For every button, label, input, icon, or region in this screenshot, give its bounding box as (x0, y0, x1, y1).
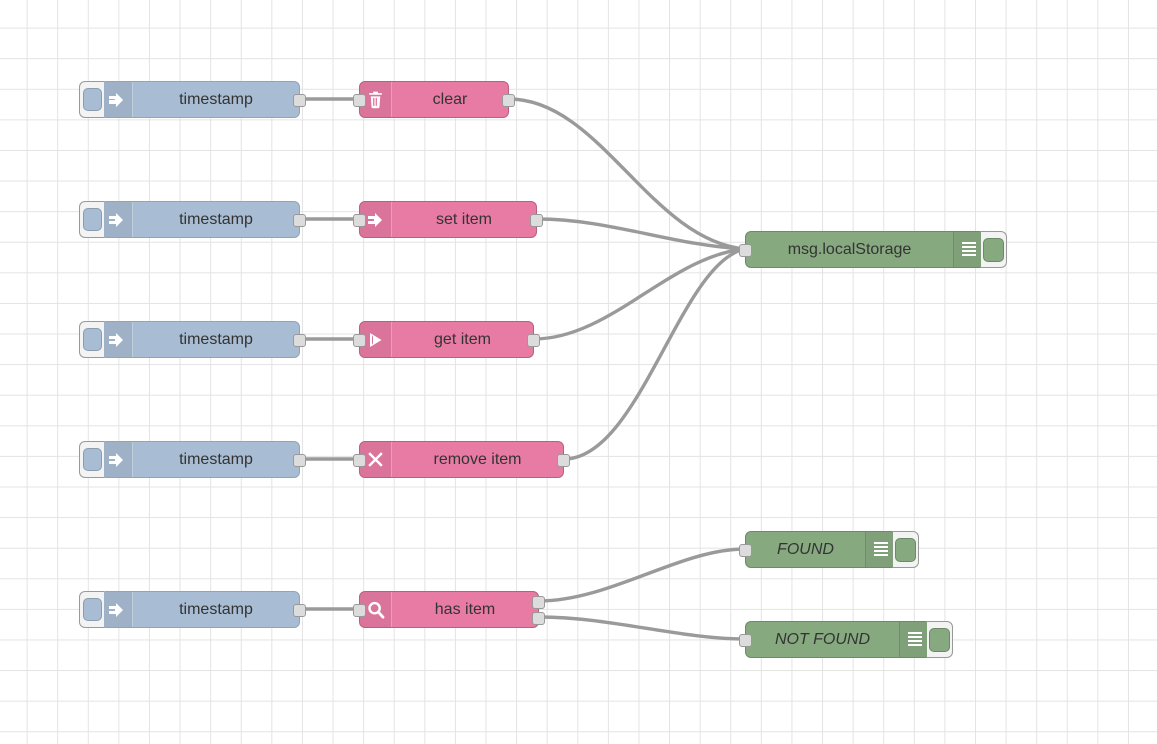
node-inject-has[interactable]: timestamp (79, 591, 306, 628)
input-port[interactable] (353, 214, 366, 227)
inject-button[interactable] (79, 81, 104, 118)
inject-button[interactable] (79, 201, 104, 238)
node-label: has item (434, 600, 496, 618)
output-port[interactable] (293, 604, 306, 617)
node-label: timestamp (179, 210, 253, 228)
output-port[interactable] (502, 94, 515, 107)
node-get-item[interactable]: get item (353, 321, 540, 358)
node-label: FOUND (777, 540, 834, 558)
inject-button-square (82, 598, 102, 621)
node-debug-not-found[interactable]: NOT FOUND (739, 621, 953, 658)
node-set-item[interactable]: set item (353, 201, 543, 238)
output-port-not-found[interactable] (532, 612, 545, 625)
double-arrow-icon (101, 592, 133, 627)
debug-toggle-button[interactable] (893, 531, 919, 568)
inject-button-square (82, 88, 102, 111)
node-label: get item (434, 330, 491, 348)
input-port[interactable] (353, 334, 366, 347)
node-debug-local-storage[interactable]: msg.localStorage (739, 231, 1007, 268)
debug-toggle-button[interactable] (981, 231, 1007, 268)
wire-has-to-notfound (537, 615, 747, 641)
node-label: msg.localStorage (787, 240, 912, 258)
output-port[interactable] (557, 454, 570, 467)
node-debug-found[interactable]: FOUND (739, 531, 919, 568)
node-label: timestamp (179, 600, 253, 618)
wire-clear-to-debug-local (507, 97, 747, 251)
node-label: remove item (433, 450, 522, 468)
inject-button[interactable] (79, 591, 104, 628)
node-inject-get[interactable]: timestamp (79, 321, 306, 358)
double-arrow-icon (101, 322, 133, 357)
debug-toggle-square (929, 627, 950, 652)
inject-button-square (82, 328, 102, 351)
inject-button[interactable] (79, 321, 104, 358)
debug-lines-icon (865, 532, 896, 567)
input-port[interactable] (739, 244, 752, 257)
output-port[interactable] (293, 334, 306, 347)
node-has-item[interactable]: has item (353, 591, 545, 628)
wire-set-to-debug-local (535, 217, 747, 251)
node-label: set item (435, 210, 492, 228)
node-inject-clear[interactable]: timestamp (79, 81, 306, 118)
input-port[interactable] (739, 634, 752, 647)
double-arrow-icon (101, 82, 133, 117)
debug-toggle-square (895, 537, 916, 562)
debug-toggle-button[interactable] (927, 621, 953, 658)
node-label: timestamp (179, 330, 253, 348)
input-port[interactable] (353, 94, 366, 107)
output-port[interactable] (293, 454, 306, 467)
node-remove-item[interactable]: remove item (353, 441, 570, 478)
node-clear[interactable]: clear (353, 81, 515, 118)
debug-lines-icon (953, 232, 984, 267)
node-label: timestamp (179, 450, 253, 468)
wire-remove-to-debug-local (562, 247, 747, 461)
debug-toggle-square (983, 237, 1004, 262)
output-port[interactable] (530, 214, 543, 227)
node-inject-remove[interactable]: timestamp (79, 441, 306, 478)
node-label: clear (432, 90, 468, 108)
output-port-found[interactable] (532, 596, 545, 609)
input-port[interactable] (353, 454, 366, 467)
debug-lines-icon (899, 622, 930, 657)
output-port[interactable] (293, 214, 306, 227)
node-label: timestamp (179, 90, 253, 108)
node-inject-set[interactable]: timestamp (79, 201, 306, 238)
double-arrow-icon (101, 442, 133, 477)
wire-get-to-debug-local (532, 247, 747, 341)
double-arrow-icon (101, 202, 133, 237)
inject-button[interactable] (79, 441, 104, 478)
input-port[interactable] (739, 544, 752, 557)
input-port[interactable] (353, 604, 366, 617)
inject-button-square (82, 208, 102, 231)
inject-button-square (82, 448, 102, 471)
node-label: NOT FOUND (774, 630, 871, 648)
wire-has-to-found (537, 547, 747, 603)
arrow-right-icon (360, 322, 392, 357)
output-port[interactable] (527, 334, 540, 347)
output-port[interactable] (293, 94, 306, 107)
